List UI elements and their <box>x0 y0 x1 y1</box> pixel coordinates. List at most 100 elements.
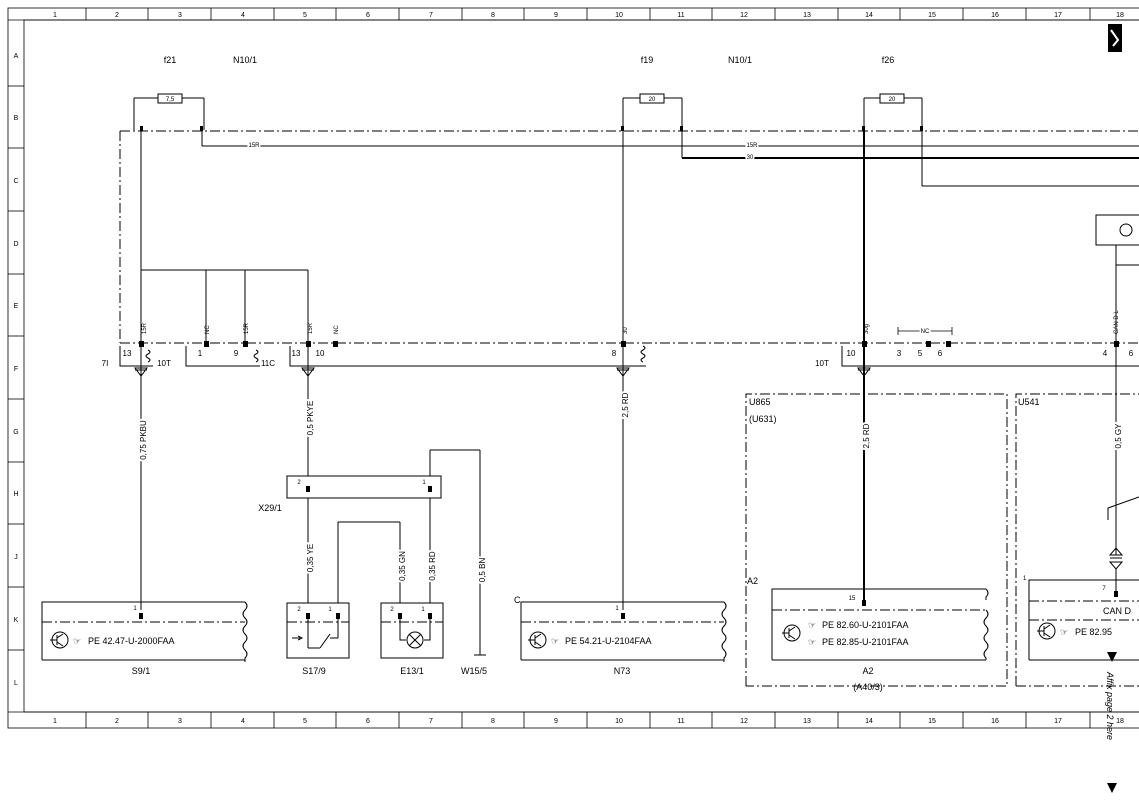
wire-label-5: 0,5 GY <box>1114 423 1123 449</box>
col-6: 6 <box>366 12 370 19</box>
n10-terminals <box>139 341 1119 347</box>
pointing-hand-icon: ☞ <box>73 636 81 646</box>
col-2: 2 <box>115 12 119 19</box>
row-e: E <box>14 303 19 310</box>
conn-4: 4 <box>1103 349 1108 358</box>
pin-nc-a: NC <box>205 325 211 334</box>
a2-pin: 15 <box>849 596 856 602</box>
pin-can-d-l: CAN D L <box>1114 310 1120 334</box>
can-module-right <box>1095 214 1139 343</box>
lamp-icon <box>406 631 424 649</box>
conn-10t-b: 10T <box>815 359 829 368</box>
wire-can: 0,5 GY <box>1107 343 1139 592</box>
arrow-down-icon <box>1107 652 1117 662</box>
fuse-f26-rating: 20 <box>889 97 896 103</box>
wire-label-1: 0,75 PKBU <box>139 420 148 460</box>
arrow-down-icon <box>1107 783 1117 793</box>
col-14-bottom: 14 <box>865 718 873 725</box>
a2-label: A2 <box>862 666 873 676</box>
conn-5: 5 <box>918 349 923 358</box>
s9-label: S9/1 <box>132 666 151 676</box>
e13-label: E13/1 <box>400 666 424 676</box>
wire-label-3: 2,5 RD <box>621 392 630 417</box>
fuse-terminals <box>140 126 923 131</box>
affix-note: Affix page 2 here <box>1105 652 1117 793</box>
zone-u865-label: U865 <box>749 397 771 407</box>
wire-label-6: 0,35 YE <box>306 544 315 572</box>
pointing-hand-icon: ☞ <box>551 636 559 646</box>
a2-alt-label: (A40/3) <box>853 682 883 692</box>
s17-pin-1: 1 <box>328 607 332 613</box>
e13-pin-1: 1 <box>421 607 425 613</box>
a2-inner-label: A2 <box>747 576 758 586</box>
col-10: 10 <box>615 12 623 19</box>
wire-label-7: 0,35 GN <box>398 551 407 581</box>
conn-11c: 11C <box>261 359 275 368</box>
line-15r-right: 15R <box>746 143 758 149</box>
col-6-bottom: 6 <box>366 718 370 725</box>
u541-ref: PE 82.95 <box>1075 627 1112 637</box>
fuse-f19-label: f19 <box>641 55 654 65</box>
col-13: 13 <box>803 12 811 19</box>
n73-ref: PE 54.21-U-2104FAA <box>565 636 652 646</box>
x29-label: X29/1 <box>258 503 282 513</box>
fuse-f26: 20 <box>863 93 923 130</box>
conn-9: 9 <box>234 349 239 358</box>
row-f: F <box>14 366 18 373</box>
conn-8: 8 <box>612 349 617 358</box>
affix-text: Affix page 2 here <box>1105 671 1115 740</box>
row-h: H <box>13 491 18 498</box>
column-grid <box>85 8 1091 728</box>
wire-n73: 2,5 RD <box>619 343 632 610</box>
line-15r-left: 15R <box>248 143 260 149</box>
s17-label: S17/9 <box>302 666 326 676</box>
component-n73: C 1 ☞ PE 54.21-U-2104FAA N73 <box>514 595 727 676</box>
pin-nc-c: NC <box>921 329 930 335</box>
column-numbers-bottom: 1 2 3 4 5 6 7 8 9 10 11 12 13 14 15 16 1… <box>53 718 1124 725</box>
row-c: C <box>13 178 18 185</box>
zone-u631-label: (U631) <box>749 414 777 424</box>
s9-ref: PE 42.47-U-2000FAA <box>88 636 175 646</box>
corner-mark-icon <box>1108 24 1122 52</box>
pin-15r-b: 15R <box>244 322 250 334</box>
col-5: 5 <box>303 12 307 19</box>
wires-below-x29: 0,35 YE 0,5 BN 0,35 RD 0,35 GN <box>304 449 489 656</box>
row-k: K <box>14 617 19 624</box>
col-14: 14 <box>865 12 873 19</box>
u541-can-label: CAN D <box>1103 606 1132 616</box>
connector-row: 7I 13 10T 1 9 11C 13 10 8 10T 10 3 5 6 4… <box>102 345 1139 368</box>
col-3: 3 <box>178 12 182 19</box>
col-9: 9 <box>554 12 558 19</box>
u541-pin: 7 <box>1102 586 1106 592</box>
x29-pin-2: 2 <box>297 480 301 486</box>
n10-pin-labels: 15R NC 15R 15R NC 30 30g CAN D L NC <box>142 310 1120 337</box>
conn-13-a: 13 <box>123 349 132 358</box>
line-30-label: 30 <box>747 155 754 161</box>
conn-13-b: 13 <box>292 349 301 358</box>
conn-7l: 7I <box>102 359 109 368</box>
fuse-f19-owner: N10/1 <box>728 55 752 65</box>
fuse-f21: 7,5 <box>133 93 205 130</box>
col-7: 7 <box>429 12 433 19</box>
col-1: 1 <box>53 12 57 19</box>
conn-10-a: 10 <box>316 349 325 358</box>
connector-x29: 2 1 X29/1 <box>258 475 442 513</box>
col-13-bottom: 13 <box>803 718 811 725</box>
n10-module-outline <box>119 130 1139 344</box>
conn-1: 1 <box>198 349 203 358</box>
pointing-hand-icon: ☞ <box>1060 627 1068 637</box>
fuse-f26-label: f26 <box>882 55 895 65</box>
col-8-bottom: 8 <box>491 718 495 725</box>
col-8: 8 <box>491 12 495 19</box>
col-9-bottom: 9 <box>554 718 558 725</box>
row-b: B <box>14 115 19 122</box>
col-1-bottom: 1 <box>53 718 57 725</box>
col-17-bottom: 17 <box>1054 718 1062 725</box>
wire-a2: 2,5 RD <box>860 343 873 603</box>
col-10-bottom: 10 <box>615 718 623 725</box>
conn-6: 6 <box>938 349 943 358</box>
col-17: 17 <box>1054 12 1062 19</box>
a2-ref-1: PE 82.60-U-2101FAA <box>822 620 909 630</box>
col-16: 16 <box>991 12 999 19</box>
